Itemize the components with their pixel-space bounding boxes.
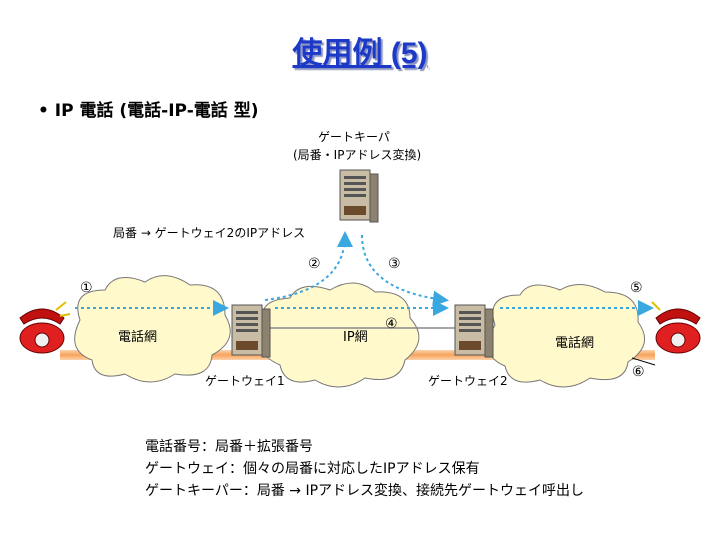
step5-number: ⑤: [630, 280, 643, 296]
gateway1-label: ゲートウェイ1: [205, 374, 285, 388]
legend-line-2: ゲートウェイ：個々の局番に対応したIPアドレス保有: [145, 461, 480, 477]
left-telephone-icon: [19, 301, 71, 354]
right-telephone-icon: [651, 301, 701, 354]
left-cloud-label: 電話網: [118, 330, 158, 345]
step1-number: ①: [80, 280, 93, 296]
gateway2-label: ゲートウェイ2: [428, 374, 508, 388]
step3-number: ③: [388, 256, 401, 272]
step2-number: ②: [308, 256, 321, 272]
legend-line-3: ゲートキーパー：局番 → IPアドレス変換、接続先ゲートウェイ呼出し: [145, 483, 585, 499]
step2-arrow: [264, 231, 353, 301]
legend-block: 電話番号：局番＋拡張番号 ゲートウェイ：個々の局番に対応したIPアドレス保有 ゲ…: [145, 436, 584, 502]
step4-number: ④: [385, 316, 398, 332]
step6-leader-line: [631, 357, 656, 366]
right-phone-network-cloud: [487, 284, 646, 388]
gatekeeper-label: ゲートキーパ: [318, 130, 390, 144]
gatekeeper-sublabel: (局番・IPアドレス変換): [293, 148, 422, 162]
right-cloud-label: 電話網: [555, 336, 595, 351]
left-phone-network-cloud: [74, 275, 231, 383]
center-cloud-label: IP網: [343, 330, 368, 345]
legend-line-1: 電話番号：局番＋拡張番号: [145, 439, 313, 455]
gateway2-server-icon: [454, 304, 494, 358]
subtitle-bullet: • IP 電話 (電話-IP-電話 型): [38, 101, 259, 121]
gatekeeper-server-icon: [339, 169, 379, 223]
mapping-label: 局番 → ゲートウェイ2のIPアドレス: [113, 226, 306, 240]
step6-number: ⑥: [632, 364, 645, 380]
step3-arrow: [361, 234, 449, 307]
gateway1-server-icon: [231, 304, 271, 358]
page-title: 使用例 (5): [292, 37, 428, 70]
